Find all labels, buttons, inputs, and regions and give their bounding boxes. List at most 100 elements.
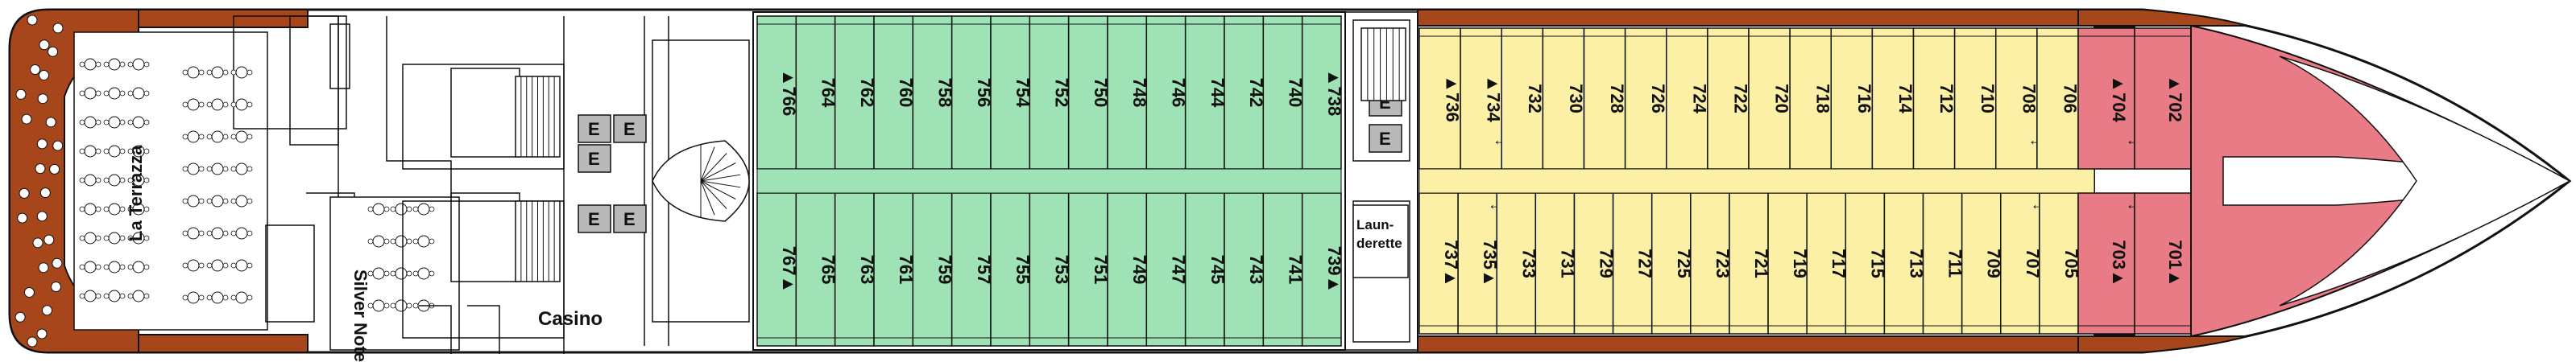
cabin-box[interactable]	[1107, 192, 1148, 347]
cabin-718[interactable]: 718	[1789, 27, 1833, 170]
cabin-707[interactable]: 707↔	[2000, 192, 2045, 335]
cabin-739[interactable]: 739▲	[1301, 192, 1344, 347]
cabin-740[interactable]: 740	[1262, 15, 1306, 170]
cabin-721[interactable]: 721	[1729, 192, 1771, 335]
cabin-766[interactable]: ▲766	[756, 15, 799, 170]
cabin-box[interactable]	[1029, 192, 1070, 347]
cabin-box[interactable]	[1789, 27, 1832, 170]
cabin-box[interactable]	[1107, 15, 1148, 170]
cabin-748[interactable]: 748	[1107, 15, 1149, 170]
cabin-box[interactable]	[795, 15, 836, 170]
cabin-box[interactable]	[834, 192, 875, 347]
cabin-751[interactable]: 751	[1067, 192, 1111, 347]
cabin-box[interactable]	[1729, 192, 1769, 335]
cabin-box[interactable]	[1262, 192, 1303, 347]
cabin-box[interactable]	[2000, 192, 2040, 335]
cabin-box[interactable]	[1457, 192, 1497, 335]
cabin-box[interactable]	[795, 192, 836, 347]
cabin-759[interactable]: 759	[912, 192, 955, 347]
cabin-box[interactable]	[1922, 192, 1963, 335]
cabin-box[interactable]	[1912, 27, 1956, 170]
cabin-764[interactable]: 764	[795, 15, 839, 170]
cabin-box[interactable]	[1624, 27, 1667, 170]
cabin-747[interactable]: 747	[1145, 192, 1189, 347]
cabin-763[interactable]: 763	[834, 192, 877, 347]
cabin-732[interactable]: 732	[1501, 27, 1545, 170]
cabin-728[interactable]: 728	[1583, 27, 1628, 170]
cabin-711[interactable]: 711	[1922, 192, 1965, 335]
cabin-708[interactable]: 708↔	[1995, 27, 2043, 170]
cabin-745[interactable]: 745	[1184, 192, 1228, 347]
cabin-725[interactable]: 725	[1650, 192, 1694, 335]
cabin-730[interactable]: 730	[1542, 27, 1586, 170]
cabin-710[interactable]: 710	[1953, 27, 1998, 170]
cabin-765[interactable]: 765	[795, 192, 839, 347]
cabin-727[interactable]: 727	[1612, 192, 1655, 335]
cabin-702[interactable]: ▲702	[2134, 27, 2192, 170]
cabin-box[interactable]	[1583, 27, 1626, 170]
cabin-box[interactable]	[1542, 27, 1585, 170]
cabin-729[interactable]: 729	[1573, 192, 1617, 335]
cabin-755[interactable]: 755	[990, 192, 1033, 347]
cabin-757[interactable]: 757	[950, 192, 994, 347]
cabin-box[interactable]	[1460, 27, 1502, 170]
cabin-box[interactable]	[834, 15, 875, 170]
cabin-724[interactable]: 724	[1666, 27, 1710, 170]
cabin-736[interactable]: ▲736	[1418, 27, 1463, 170]
cabin-709[interactable]: 709	[1961, 192, 2004, 335]
cabin-box[interactable]	[1067, 15, 1108, 170]
cabin-box[interactable]	[1666, 27, 1708, 170]
cabin-714[interactable]: 714	[1871, 27, 1915, 170]
cabin-731[interactable]: 731	[1534, 192, 1577, 335]
cabin-744[interactable]: 744	[1184, 15, 1228, 170]
cabin-735[interactable]: 735▲↔	[1457, 192, 1502, 335]
cabin-box[interactable]	[2077, 192, 2135, 335]
cabin-754[interactable]: 754	[990, 15, 1033, 170]
cabin-box[interactable]	[1224, 192, 1265, 347]
cabin-733[interactable]: 733	[1496, 192, 1539, 335]
cabin-719[interactable]: 719	[1767, 192, 1810, 335]
cabin-749[interactable]: 749	[1107, 192, 1149, 347]
cabin-703[interactable]: 703▲↔	[2077, 192, 2140, 335]
cabin-box[interactable]	[1067, 192, 1108, 347]
cabin-741[interactable]: 741	[1262, 192, 1306, 347]
cabin-box[interactable]	[1612, 192, 1653, 335]
cabin-box[interactable]	[1767, 192, 1808, 335]
cabin-753[interactable]: 753	[1029, 192, 1072, 347]
cabin-716[interactable]: 716	[1830, 27, 1874, 170]
cabin-737[interactable]: 737▲	[1418, 192, 1461, 335]
cabin-762[interactable]: 762	[834, 15, 877, 170]
cabin-705[interactable]: 705	[2039, 192, 2081, 335]
cabin-box[interactable]	[873, 15, 914, 170]
cabin-758[interactable]: 758	[912, 15, 955, 170]
cabin-box[interactable]	[1262, 15, 1303, 170]
cabin-box[interactable]	[950, 15, 992, 170]
cabin-704[interactable]: ▲704↔	[2077, 27, 2140, 170]
cabin-box[interactable]	[1830, 27, 1874, 170]
cabin-750[interactable]: 750	[1067, 15, 1111, 170]
cabin-743[interactable]: 743	[1224, 192, 1266, 347]
cabin-752[interactable]: 752	[1029, 15, 1072, 170]
cabin-box[interactable]	[2036, 27, 2079, 170]
cabin-720[interactable]: 720	[1748, 27, 1792, 170]
cabin-713[interactable]: 713	[1883, 192, 1926, 335]
cabin-706[interactable]: 706	[2036, 27, 2081, 170]
cabin-box[interactable]	[1418, 27, 1461, 170]
cabin-box[interactable]	[1301, 192, 1342, 347]
cabin-701[interactable]: 701▲	[2134, 192, 2192, 335]
cabin-767[interactable]: 767▲	[756, 192, 799, 347]
cabin-715[interactable]: 715	[1845, 192, 1887, 335]
cabin-box[interactable]	[2077, 27, 2135, 170]
cabin-734[interactable]: ▲734↔	[1460, 27, 1507, 170]
cabin-722[interactable]: 722	[1707, 27, 1751, 170]
cabin-738[interactable]: ▲738	[1301, 15, 1344, 170]
cabin-box[interactable]	[950, 192, 992, 347]
cabin-box[interactable]	[1145, 192, 1187, 347]
cabin-761[interactable]: 761	[873, 192, 916, 347]
cabin-746[interactable]: 746	[1145, 15, 1189, 170]
cabin-712[interactable]: 712	[1912, 27, 1957, 170]
cabin-726[interactable]: 726	[1624, 27, 1669, 170]
cabin-717[interactable]: 717	[1806, 192, 1849, 335]
cabin-box[interactable]	[1496, 192, 1537, 335]
cabin-760[interactable]: 760	[873, 15, 916, 170]
